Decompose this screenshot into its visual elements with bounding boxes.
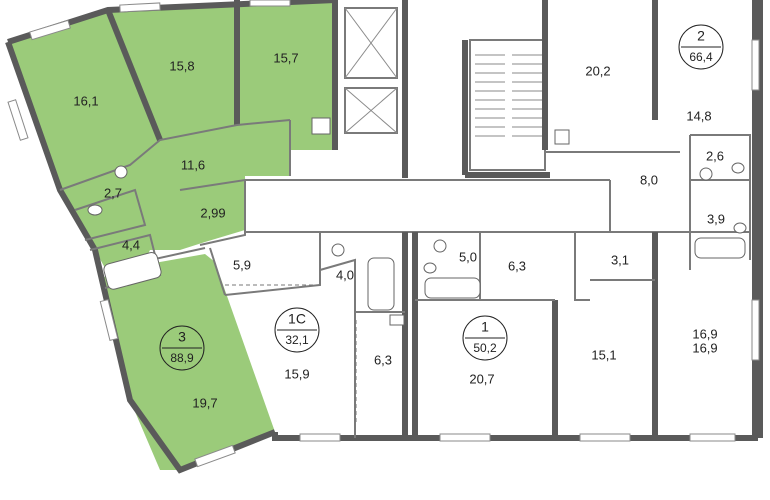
apartment-badge-2[interactable]: 2 66,4 — [678, 24, 724, 70]
apartment-area: 32,1 — [285, 333, 309, 347]
window — [29, 19, 71, 41]
lower-walls — [209, 232, 658, 438]
apartment-badge-1[interactable]: 1 50,2 — [462, 315, 508, 361]
room-area-label: 20,2 — [585, 63, 610, 78]
kitchen-sink — [554, 129, 570, 145]
badge-circle — [462, 315, 508, 361]
bathtub — [103, 252, 162, 290]
room-area-label: 6,3 — [508, 258, 526, 273]
building-core — [344, 0, 550, 178]
apartment-code: 3 — [178, 329, 186, 345]
window — [299, 433, 341, 442]
room-area-label: 16,1 — [73, 93, 98, 108]
bathtub — [694, 237, 746, 259]
stair-treads — [475, 54, 542, 137]
room-area-label: 4,4 — [122, 237, 140, 252]
toilet — [423, 262, 437, 274]
stairwell — [469, 39, 546, 171]
apartment-badge-1c[interactable]: 1С 32,1 — [274, 307, 320, 353]
apartment-code: 1 — [481, 319, 489, 335]
window — [439, 433, 491, 442]
room-labels: 16,1 15,8 15,7 11,6 2,7 2,99 4,4 19,7 20… — [73, 50, 725, 410]
window — [751, 299, 760, 361]
apartment-area: 66,4 — [689, 50, 713, 64]
bathtub — [424, 277, 481, 299]
window — [99, 299, 119, 341]
elevator-2 — [344, 87, 398, 134]
sink — [433, 239, 447, 253]
badge-circle — [678, 24, 724, 70]
toilet — [731, 162, 745, 174]
room-area-label: 15,8 — [169, 58, 194, 73]
apartment-code: 1С — [288, 311, 306, 327]
room-area-label: 2,99 — [200, 205, 225, 220]
window — [119, 2, 161, 13]
sink — [699, 167, 713, 181]
fixtures — [87, 117, 747, 326]
room-area-label: 2,6 — [706, 148, 724, 163]
window — [249, 0, 291, 7]
window — [7, 99, 29, 141]
sink — [114, 165, 128, 179]
toilet — [733, 222, 747, 234]
room-area-label: 16,9 — [692, 326, 717, 341]
room-area-label: 15,1 — [591, 347, 616, 362]
room-area-label: 2,7 — [104, 185, 122, 200]
room-area-label: 15,7 — [273, 50, 298, 65]
kitchen-sink — [311, 117, 331, 135]
room-area-label: 3,9 — [707, 211, 725, 226]
apartment-2-walls — [542, 0, 751, 270]
corridor-walls — [245, 179, 690, 233]
window — [689, 433, 736, 442]
kitchen-sink — [389, 314, 405, 326]
room-area-label: 20,7 — [469, 371, 494, 386]
window — [751, 39, 760, 91]
room-area-label: 19,7 — [192, 395, 217, 410]
room-area-label: 6,3 — [374, 352, 392, 367]
elevator-1 — [344, 7, 398, 79]
room-area-label: 15,9 — [284, 366, 309, 381]
apartment-code: 2 — [697, 28, 705, 44]
room-area-label: 14,8 — [686, 108, 711, 123]
badge-circle — [274, 307, 320, 353]
window — [579, 433, 631, 442]
apartment-area: 88,9 — [170, 351, 194, 365]
room-area-label: 5,9 — [233, 257, 251, 272]
windows — [7, 0, 760, 468]
apartment-badge-3[interactable]: 3 88,9 — [159, 325, 205, 371]
room-area-label: 16,9 — [692, 340, 717, 355]
window — [194, 444, 236, 468]
bathtub — [367, 257, 395, 311]
room-area-label: 11,6 — [181, 157, 205, 172]
sink — [331, 243, 345, 257]
room-area-label: 8,0 — [640, 172, 658, 187]
apartment-3-north-fill — [8, 0, 335, 268]
toilet — [87, 204, 103, 216]
badge-circle — [159, 325, 205, 371]
room-area-label: 3,1 — [611, 252, 629, 267]
room-area-label: 4,0 — [336, 267, 354, 282]
apartment-area: 50,2 — [473, 341, 497, 355]
room-area-label: 5,0 — [459, 249, 477, 264]
